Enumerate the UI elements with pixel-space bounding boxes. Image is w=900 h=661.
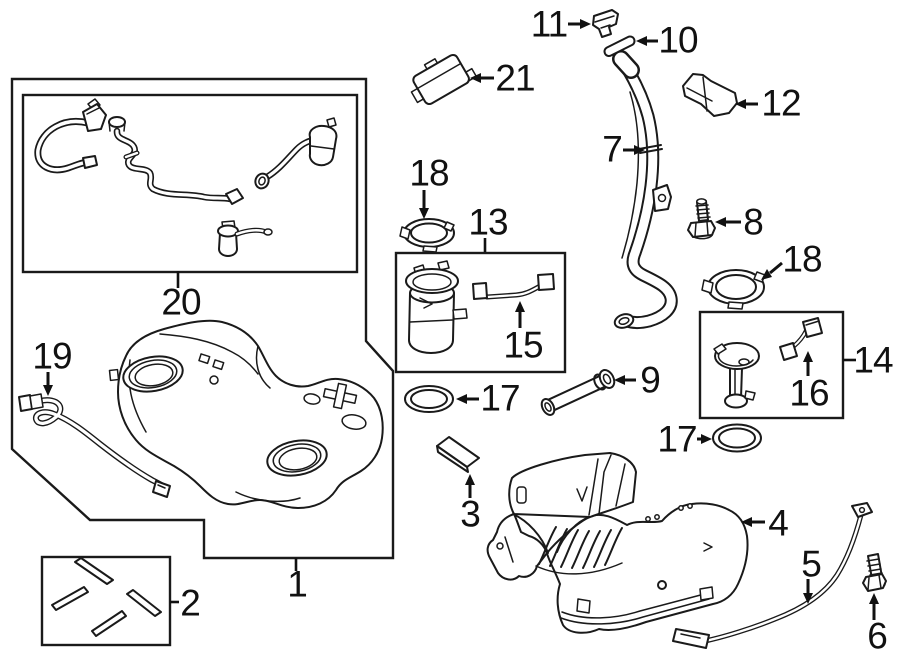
fuel-pump-module-part-13[interactable] bbox=[405, 260, 468, 354]
callout-label-17-right[interactable]: 17 bbox=[657, 418, 697, 460]
callout-label-12[interactable]: 12 bbox=[761, 82, 801, 124]
filler-valve-part-11[interactable] bbox=[592, 9, 619, 38]
callout-arrows bbox=[43, 19, 879, 620]
arrow-7 bbox=[623, 145, 645, 155]
callout-label-18-left[interactable]: 18 bbox=[409, 152, 449, 194]
fuel-tank-part-1[interactable] bbox=[108, 319, 384, 509]
callout-label-15[interactable]: 15 bbox=[503, 324, 543, 366]
callout-label-3[interactable]: 3 bbox=[460, 493, 481, 535]
arrow-8 bbox=[715, 217, 741, 227]
fuel-sender-part-14[interactable] bbox=[713, 342, 760, 409]
shield-screw-part-8[interactable] bbox=[687, 198, 716, 240]
callout-label-8[interactable]: 8 bbox=[743, 201, 764, 243]
arrow-5 bbox=[803, 579, 813, 604]
arrow-10 bbox=[636, 36, 658, 46]
arrow-17-right bbox=[697, 434, 712, 444]
arrow-6 bbox=[869, 593, 879, 620]
arrow-11 bbox=[568, 19, 591, 29]
callout-label-5[interactable]: 5 bbox=[801, 543, 822, 585]
fuel-pump-box-13 bbox=[394, 251, 567, 374]
callout-label-20[interactable]: 20 bbox=[161, 281, 201, 323]
seal-tube-part-10[interactable] bbox=[603, 35, 636, 57]
arrow-16 bbox=[803, 351, 813, 376]
callout-label-9[interactable]: 9 bbox=[640, 359, 661, 401]
tank-strap-part-5[interactable] bbox=[672, 502, 873, 649]
vent-hose-part-19[interactable] bbox=[18, 393, 171, 498]
callout-label-6[interactable]: 6 bbox=[867, 615, 888, 657]
callout-label-19[interactable]: 19 bbox=[32, 335, 72, 377]
filler-pipe-part-7[interactable] bbox=[612, 50, 678, 330]
sender-box-14 bbox=[698, 310, 845, 420]
arrow-12 bbox=[735, 99, 758, 109]
arrow-18-left bbox=[419, 190, 429, 219]
fuel-sensor-part-16[interactable] bbox=[779, 317, 823, 361]
tank-group-outline-box bbox=[10, 77, 395, 560]
lock-ring-left-part-18[interactable] bbox=[399, 218, 455, 253]
callout-label-2[interactable]: 2 bbox=[180, 582, 201, 624]
pump-control-module-part-21[interactable] bbox=[403, 45, 478, 109]
arrow-15 bbox=[515, 301, 525, 328]
callout-label-16[interactable]: 16 bbox=[789, 372, 829, 414]
callout-label-13[interactable]: 13 bbox=[468, 201, 508, 243]
pad-strips-part-2[interactable] bbox=[51, 557, 162, 637]
seal-ring-right-part-17[interactable] bbox=[712, 423, 762, 453]
arrow-21 bbox=[470, 73, 494, 83]
arrow-3 bbox=[465, 474, 475, 498]
callout-label-21[interactable]: 21 bbox=[495, 57, 535, 99]
arrow-17-left bbox=[456, 394, 479, 404]
evap-hose-kit-part-20[interactable] bbox=[34, 98, 338, 257]
callout-label-7[interactable]: 7 bbox=[602, 128, 623, 170]
arrow-9 bbox=[614, 375, 636, 385]
callout-label-10[interactable]: 10 bbox=[658, 19, 698, 61]
callout-label-18-right[interactable]: 18 bbox=[782, 238, 822, 280]
jumper-wire-part-15[interactable] bbox=[472, 273, 555, 300]
filler-hose-part-9[interactable] bbox=[539, 368, 617, 418]
callout-label-14[interactable]: 14 bbox=[853, 339, 893, 381]
heat-shield-part-4[interactable] bbox=[486, 452, 749, 634]
lock-ring-right-part-18[interactable] bbox=[701, 269, 766, 310]
hose-kit-box-20 bbox=[21, 93, 359, 274]
insulator-strip-part-3[interactable] bbox=[436, 436, 480, 473]
callout-label-17-left[interactable]: 17 bbox=[480, 377, 520, 419]
arrow-18-right bbox=[761, 261, 783, 280]
arrow-4 bbox=[741, 517, 765, 527]
callout-label-1[interactable]: 1 bbox=[287, 563, 308, 605]
strap-bolt-part-6[interactable] bbox=[862, 553, 887, 592]
callout-label-11[interactable]: 11 bbox=[530, 3, 568, 45]
callout-label-4[interactable]: 4 bbox=[768, 502, 789, 544]
arrow-19 bbox=[43, 372, 53, 396]
filler-bracket-part-12[interactable] bbox=[682, 73, 738, 117]
seal-ring-left-part-17[interactable] bbox=[404, 385, 454, 413]
